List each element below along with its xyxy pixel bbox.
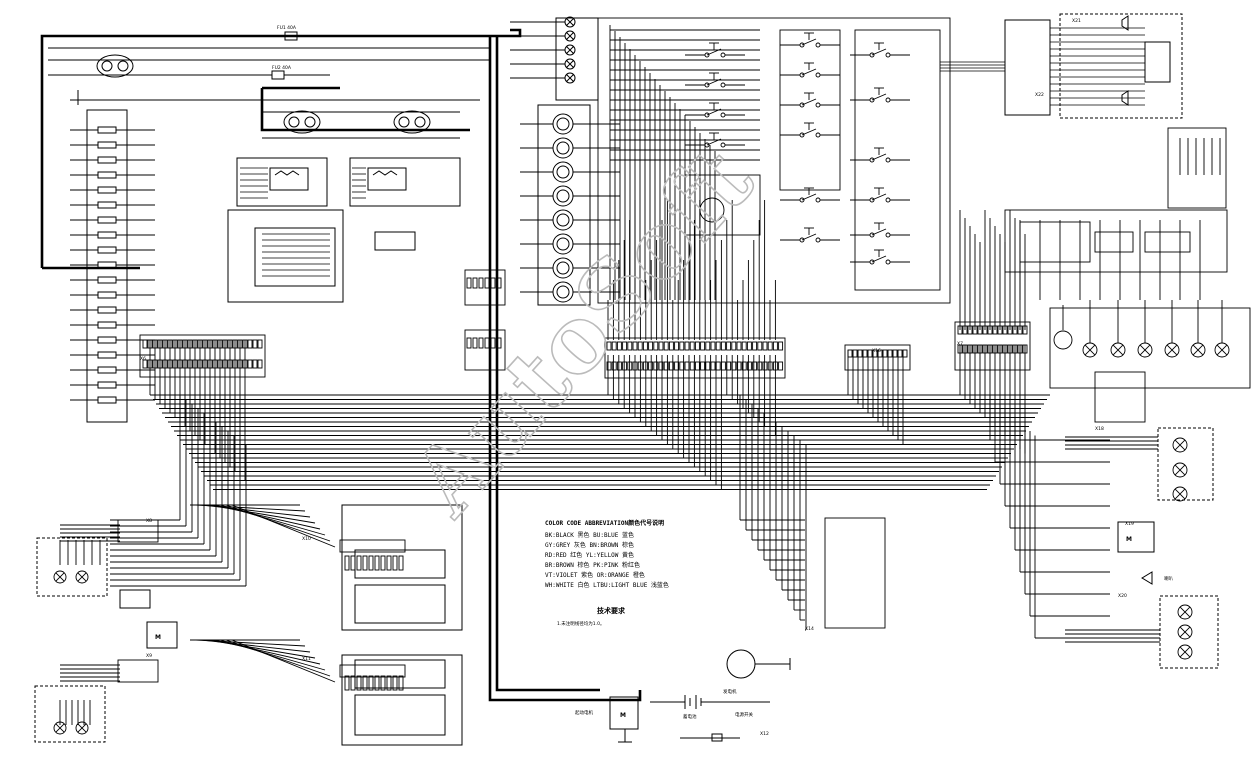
- fuse-top-label: FU1 40A: [277, 25, 297, 31]
- harness-bundle: [59, 200, 1110, 725]
- starter-motor: [609, 696, 639, 730]
- relay-boxes: [227, 157, 461, 303]
- connector-x20: X20: [1118, 593, 1127, 599]
- radio-lines: [940, 27, 1145, 106]
- connector-x22: X22: [1035, 92, 1044, 98]
- connector-x9: X9: [146, 653, 152, 659]
- top-fuse-area: [48, 31, 490, 139]
- motor-label-right: M: [1126, 536, 1132, 543]
- left-fuse-column: [70, 109, 155, 423]
- connector-x16: X16: [872, 348, 881, 354]
- right-lamp-groups: M: [1117, 427, 1219, 669]
- connector-x21: X21: [1072, 18, 1081, 24]
- instrument-panel: [510, 16, 620, 306]
- bottom-controllers: [341, 504, 463, 746]
- tech-note-text: 1.未注明线径均为1.0。: [557, 620, 604, 627]
- legend-row-4: BR:BROWN 棕色 PK:PINK 粉红色: [545, 561, 640, 569]
- switch-panel: [597, 17, 951, 304]
- legend-row-3: RD:RED 红色 YL:YELLOW 黄色: [545, 551, 634, 559]
- connector-x12: X12: [760, 731, 769, 737]
- connector-x19: X19: [1125, 521, 1134, 527]
- connector-x18: X18: [1095, 426, 1104, 432]
- right-lamps: [53, 138, 1230, 735]
- legend-row-5: VT:VIOLET 紫色 OR:ORANGE 橙色: [545, 571, 645, 579]
- starter-label: 起动电机: [575, 709, 593, 716]
- connector-x7: X7: [957, 341, 963, 347]
- legend-row-1: BK:BLACK 黑色 BU:BLUE 蓝色: [545, 531, 634, 539]
- motor-label-left: M: [155, 634, 161, 641]
- generator-label: 发电机: [723, 688, 737, 695]
- fuse-mid-label: FU2 40A: [272, 65, 292, 71]
- relay-lines: [240, 167, 366, 277]
- power-switch-label: 电源开关: [735, 711, 753, 718]
- horn-label: 喇叭: [1164, 575, 1173, 582]
- legend-row-6: WH:WHITE 白色 LTBU:LIGHT BLUE 浅蓝色: [545, 581, 669, 589]
- bottom-left-lamps: [34, 537, 178, 743]
- starter-m-label: M: [620, 712, 626, 719]
- battery-label: 蓄电池: [683, 713, 697, 720]
- legend-row-2: GY:GREY 灰色 BN:BROWN 棕色: [545, 541, 634, 549]
- connector-x11: X11: [302, 656, 311, 662]
- color-legend: COLOR CODE ABBREVIATION颜色代号说明 BK:BLACK 黑…: [545, 519, 669, 627]
- tech-note-title: 技术要求: [597, 606, 626, 615]
- connector-x14: X14: [805, 626, 814, 632]
- connector-blocks: [117, 269, 1031, 691]
- power-components: [609, 649, 791, 743]
- connector-x6: X6: [140, 356, 146, 362]
- connector-x10: X10: [302, 536, 311, 542]
- legend-title: COLOR CODE ABBREVIATION颜色代号说明: [545, 519, 664, 527]
- connector-x8: X8: [146, 518, 152, 524]
